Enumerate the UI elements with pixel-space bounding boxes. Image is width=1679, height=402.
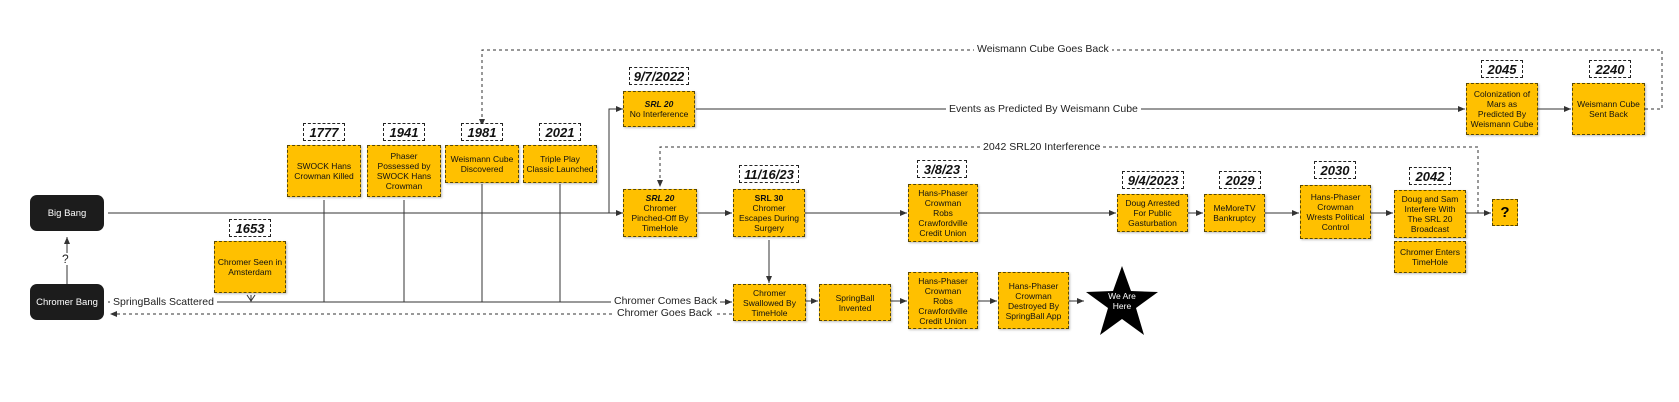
date-11-16-23: 11/16/23: [739, 165, 799, 183]
date-1777: 1777: [303, 123, 345, 141]
event-crowman-political-control[interactable]: Hans-Phaser Crowman Wrests Political Con…: [1300, 185, 1371, 239]
event-body: Chromer Swallowed By TimeHole: [743, 287, 796, 318]
event-chromer-enters-timehole[interactable]: Chromer Enters TimeHole: [1394, 241, 1466, 273]
event-body: Weismann Cube Discovered: [450, 154, 514, 174]
event-title: SRL 20: [644, 99, 674, 109]
event-springball-invented[interactable]: SpringBall Invented: [819, 284, 891, 321]
date-2240: 2240: [1589, 60, 1631, 78]
event-mars-colonization[interactable]: Colonization of Mars as Predicted By Wei…: [1466, 83, 1538, 135]
event-weismann-cube-discovered[interactable]: Weismann Cube Discovered: [445, 145, 519, 183]
event-body: Hans-Phaser Crowman Robs Crawfordville C…: [918, 188, 968, 238]
event-body: Hans-Phaser Crowman Robs Crawfordville C…: [918, 275, 968, 326]
event-memoretv-bankruptcy[interactable]: MeMoreTV Bankruptcy: [1204, 194, 1265, 232]
label-chromer-comes-back: Chromer Comes Back: [611, 295, 721, 307]
date-9-4-2023: 9/4/2023: [1122, 171, 1184, 189]
node-chromer-bang[interactable]: Chromer Bang: [30, 284, 104, 320]
event-body: Hans-Phaser Crowman Wrests Political Con…: [1306, 192, 1365, 232]
event-body: Triple Play Classic Launched: [526, 154, 594, 174]
edge-branch-srl20-top: [608, 106, 623, 213]
event-body: Phaser Possessed by SWOCK Hans Crowman: [376, 151, 432, 191]
event-doug-sam-interfere[interactable]: Doug and Sam Interfere With The SRL 20 B…: [1394, 190, 1466, 238]
star-label: We Are Here: [1108, 291, 1136, 311]
star-icon: [1086, 266, 1158, 335]
event-body: Chromer Escapes During Surgery: [738, 203, 799, 233]
event-body: Chromer Enters TimeHole: [1400, 247, 1460, 267]
event-doug-arrested[interactable]: Doug Arrested For Public Gasturbation: [1117, 194, 1188, 232]
event-swock-killed[interactable]: SWOCK Hans Crowman Killed: [287, 145, 361, 197]
event-crowman-robs-credit-union[interactable]: Hans-Phaser Crowman Robs Crawfordville C…: [908, 184, 978, 242]
event-body: Hans-Phaser Crowman Destroyed By SpringB…: [1005, 280, 1062, 321]
event-triple-play-launched[interactable]: Triple Play Classic Launched: [523, 145, 597, 183]
date-3-8-23: 3/8/23: [917, 160, 967, 178]
date-2029: 2029: [1219, 171, 1261, 189]
node-we-are-here[interactable]: We Are Here: [1085, 264, 1159, 338]
date-1653: 1653: [229, 219, 271, 237]
event-weismann-cube-sent-back[interactable]: Weismann Cube Sent Back: [1572, 83, 1645, 135]
event-body: No Interference: [629, 109, 689, 119]
event-phaser-possessed[interactable]: Phaser Possessed by SWOCK Hans Crowman: [367, 145, 441, 197]
event-body: MeMoreTV Bankruptcy: [1213, 203, 1256, 223]
label-weismann-goes-back: Weismann Cube Goes Back: [974, 43, 1112, 55]
event-body: SWOCK Hans Crowman Killed: [294, 161, 354, 181]
date-2030: 2030: [1314, 161, 1356, 179]
label-springballs-scattered: SpringBalls Scattered: [110, 296, 217, 308]
event-body: Weismann Cube Sent Back: [1577, 99, 1640, 119]
date-2045: 2045: [1481, 60, 1523, 78]
event-body: SpringBall Invented: [835, 292, 875, 313]
event-title: SRL 30: [754, 193, 784, 203]
event-crowman-destroyed[interactable]: Hans-Phaser Crowman Destroyed By SpringB…: [998, 272, 1069, 329]
label-events-predicted: Events as Predicted By Weismann Cube: [946, 103, 1141, 115]
date-2042: 2042: [1409, 167, 1451, 185]
date-1941: 1941: [383, 123, 425, 141]
date-9-7-2022: 9/7/2022: [629, 67, 689, 85]
event-chromer-seen-amsterdam[interactable]: Chromer Seen in Amsterdam: [214, 241, 286, 293]
event-body: Chromer Pinched-Off By TimeHole: [631, 203, 689, 233]
label-srl20-interference: 2042 SRL20 Interference: [980, 141, 1104, 153]
node-big-bang[interactable]: Big Bang: [30, 195, 104, 231]
event-body: Doug and Sam Interfere With The SRL 20 B…: [1401, 194, 1459, 234]
event-title: SRL 20: [645, 193, 675, 203]
node-unknown-future[interactable]: ?: [1492, 199, 1518, 226]
date-1981: 1981: [461, 123, 503, 141]
event-body: Doug Arrested For Public Gasturbation: [1125, 198, 1180, 228]
event-body: Colonization of Mars as Predicted By Wei…: [1470, 89, 1534, 129]
date-2021: 2021: [539, 123, 581, 141]
event-crowman-robs-credit-union-2[interactable]: Hans-Phaser Crowman Robs Crawfordville C…: [908, 272, 978, 329]
label-chromer-goes-back: Chromer Goes Back: [614, 307, 716, 319]
event-body: Chromer Seen in Amsterdam: [217, 257, 283, 277]
event-chromer-swallowed[interactable]: Chromer Swallowed By TimeHole: [733, 284, 806, 321]
label-question: ?: [59, 253, 72, 265]
